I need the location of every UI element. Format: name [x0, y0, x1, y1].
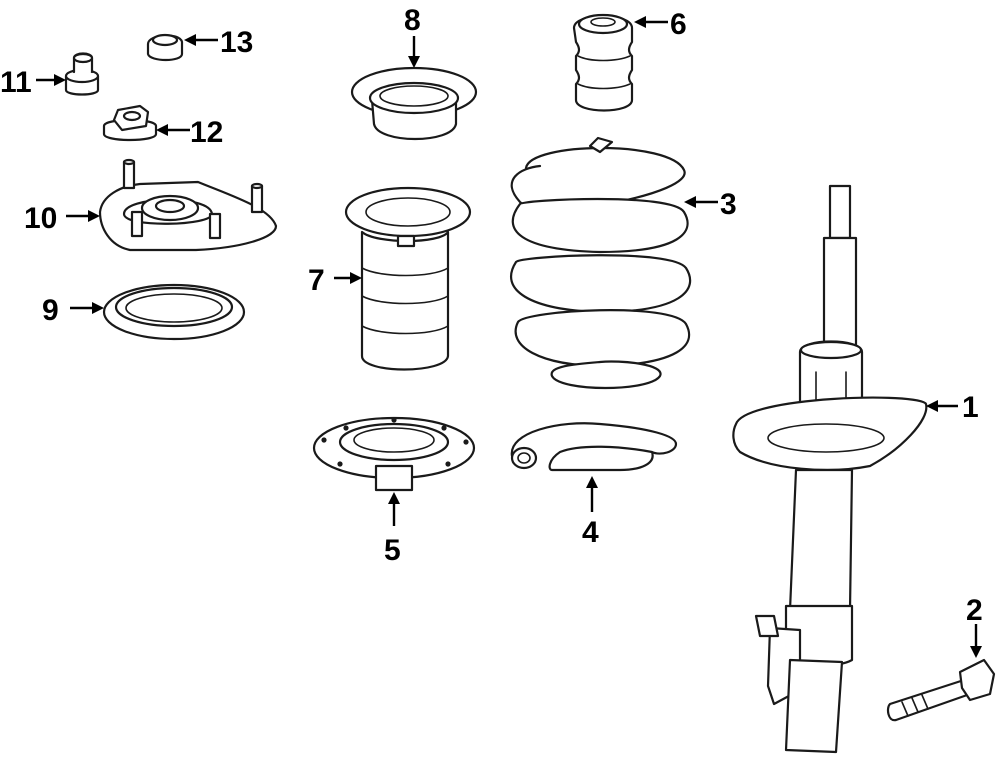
callout-7-label: 7	[308, 264, 325, 297]
part-8-upper-seat	[350, 66, 478, 140]
part-11-nut	[64, 52, 100, 96]
callout-8: 8	[404, 4, 421, 68]
callout-13-label: 13	[220, 26, 253, 59]
callout-13: 13	[184, 26, 253, 59]
callout-10: 10	[24, 202, 100, 235]
callout-1-label: 1	[962, 391, 979, 424]
callout-7: 7	[308, 264, 362, 297]
callout-10-label: 10	[24, 202, 57, 235]
part-4-lower-insulator	[510, 422, 678, 472]
part-10-upper-mount	[98, 158, 278, 252]
callout-8-label: 8	[404, 4, 421, 37]
part-13-cap	[146, 33, 184, 62]
callout-3: 3	[684, 188, 737, 221]
part-7-dust-boot	[344, 186, 472, 371]
callout-12: 12	[156, 116, 223, 149]
callout-9: 9	[42, 294, 104, 327]
part-12-hex-nut	[102, 104, 158, 142]
callout-6: 6	[634, 8, 687, 41]
callout-12-label: 12	[190, 116, 223, 149]
part-3-coil-spring	[510, 136, 692, 390]
part-1-strut	[732, 184, 928, 754]
callout-4: 4	[582, 476, 599, 549]
part-9-insulator-ring	[102, 283, 246, 341]
callout-6-label: 6	[670, 8, 687, 41]
callout-1: 1	[926, 391, 979, 424]
callout-4-label: 4	[582, 516, 599, 549]
callout-5-label: 5	[384, 534, 401, 567]
callout-9-label: 9	[42, 294, 59, 327]
callout-3-label: 3	[720, 188, 737, 221]
callout-11: 11	[0, 66, 66, 99]
part-6-bump-stop	[572, 13, 634, 112]
part-5-lower-seat	[312, 416, 476, 492]
callout-11-label: 11	[0, 66, 32, 99]
callout-2: 2	[966, 594, 983, 658]
callout-5: 5	[384, 492, 401, 567]
callout-2-label: 2	[966, 594, 983, 627]
part-2-bolt	[886, 658, 996, 722]
